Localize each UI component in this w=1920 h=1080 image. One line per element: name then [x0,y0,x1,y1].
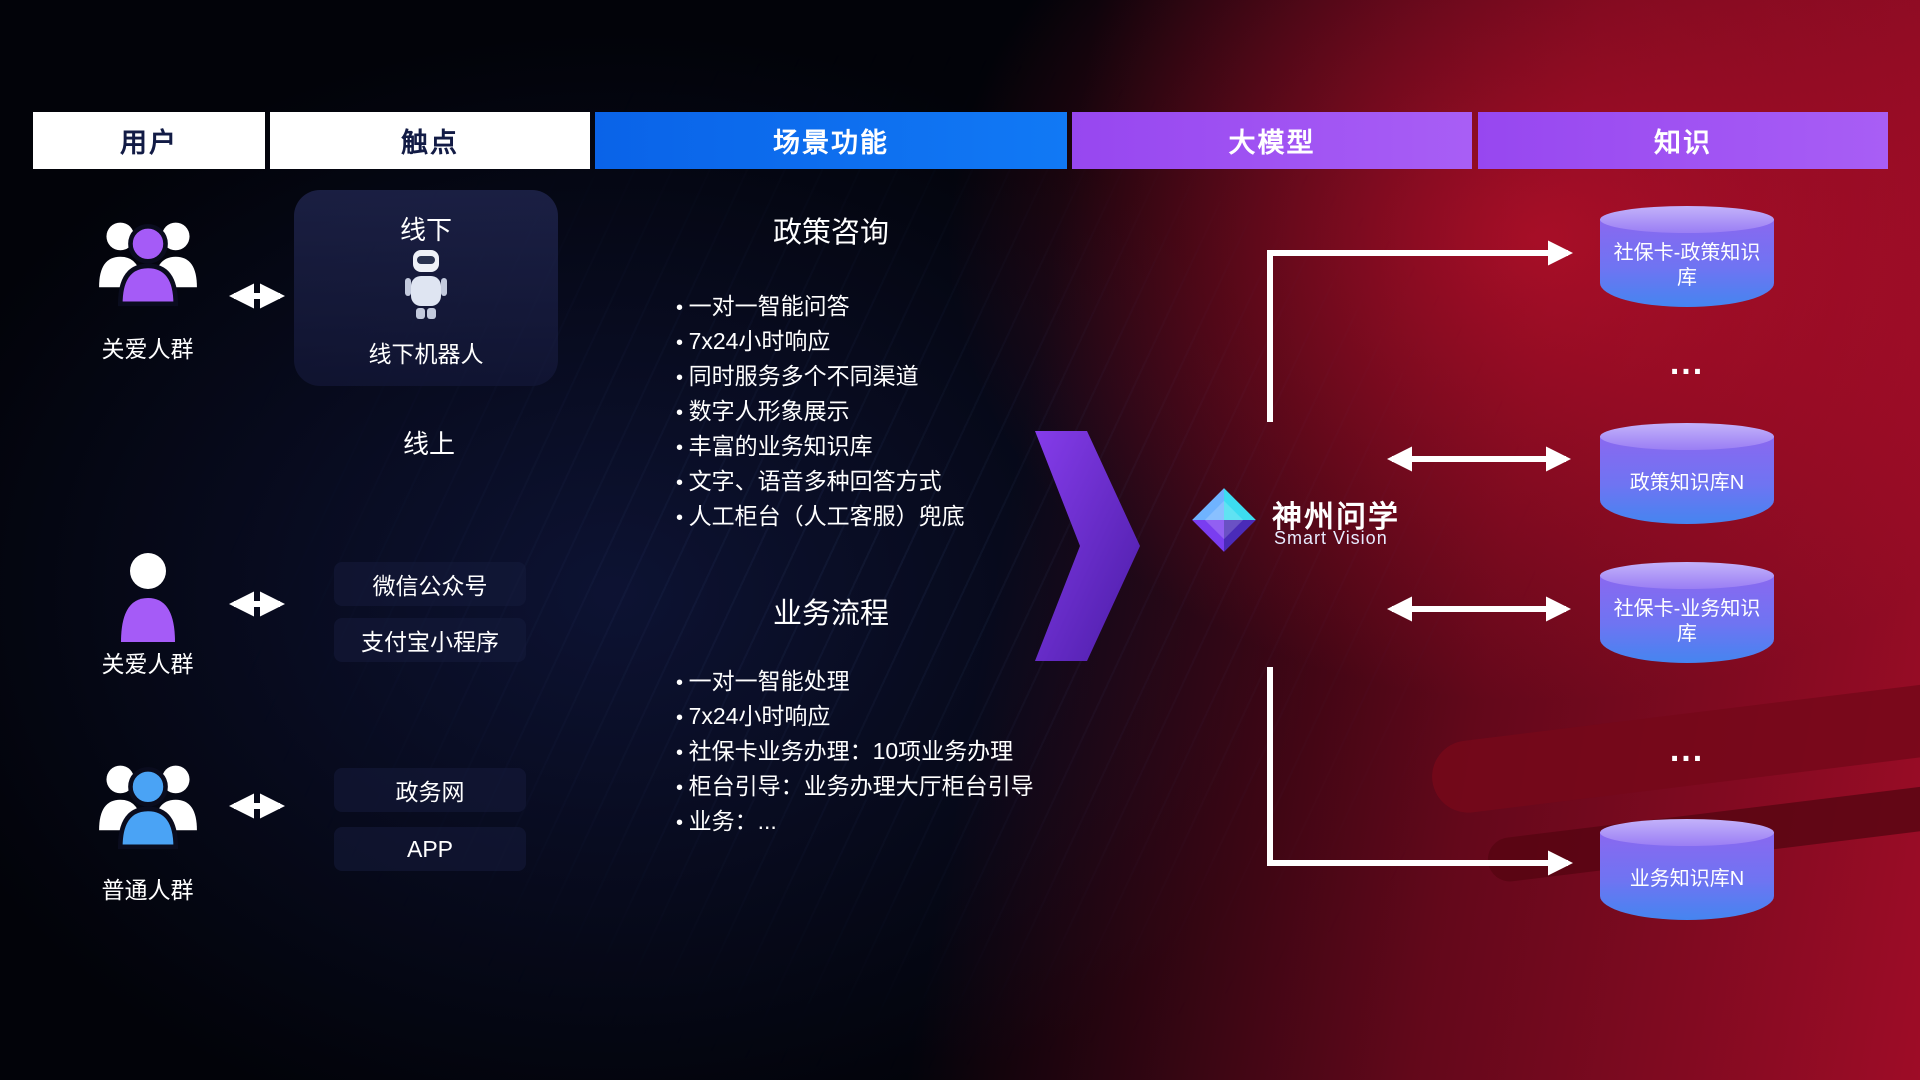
flow-arrow [1035,431,1140,666]
brand-subtitle: Smart Vision [1274,528,1388,548]
knowledge-db-business-n: 业务知识库N [1600,819,1774,920]
scenario-bullet: 文字、语音多种回答方式 [676,465,1136,500]
user-person-icon-care [118,550,178,651]
channel-wechat: 微信公众号 [334,562,526,606]
knowledge-db-business-ssc: 社保卡-业务知识库 [1600,562,1774,663]
scenario-title-policy: 政策咨询 [772,217,889,249]
online-title: 线上 [402,428,455,459]
column-header-knowledge: 知识 [1478,112,1888,169]
scenario-list-policy: 一对一智能问答 7x24小时响应 同时服务多个不同渠道 数字人形象展示 丰富的业… [676,290,1136,535]
scenario-bullet: 社保卡业务办理：10项业务办理 [676,735,1136,770]
knowledge-db-label: 社保卡-业务知识库 [1613,598,1761,645]
scenario-bullet: 一对一智能问答 [676,290,1136,325]
channel-app: APP [334,827,526,871]
user-label-general: 普通人群 [101,877,194,903]
scenario-bullet: 业务：... [676,805,1136,840]
brand-name: 神州问学 [1272,501,1400,534]
scenario-bullet: 7x24小时响应 [676,700,1136,735]
user-group-icon-care [88,212,208,312]
knowledge-db-label: 社保卡-政策知识库 [1613,242,1761,289]
channel-alipay: 支付宝小程序 [334,618,526,662]
knowledge-db-policy-n: 政策知识库N [1600,423,1774,524]
scenario-list-business: 一对一智能处理 7x24小时响应 社保卡业务办理：10项业务办理 柜台引导：业务… [676,665,1136,840]
knowledge-db-label: 业务知识库N [1629,867,1745,890]
offline-title: 线下 [399,214,452,245]
channel-gov-web: 政务网 [334,768,526,812]
user-group-icon-general [88,755,208,855]
scenario-bullet: 数字人形象展示 [676,395,1136,430]
scenario-bullet: 7x24小时响应 [676,325,1136,360]
column-header-scenarios: 场景功能 [595,112,1067,169]
offline-robot-label: 线下机器人 [368,341,484,367]
scenario-title-business: 业务流程 [772,598,889,630]
scenario-bullet: 柜台引导：业务办理大厅柜台引导 [676,770,1136,805]
robot-icon [404,248,448,325]
offline-touchpoint-card: 线下 线下机器人 [294,190,558,386]
column-header-touchpoints: 触点 [270,112,590,169]
user-label-care-1: 关爱人群 [101,336,194,362]
column-header-users: 用户 [33,112,265,169]
ellipsis-business: ... [1669,731,1705,769]
scenario-bullet: 同时服务多个不同渠道 [676,360,1136,395]
scenario-bullet: 人工柜台（人工客服）兜底 [676,500,1136,535]
ellipsis-policy: ... [1669,344,1705,382]
knowledge-db-label: 政策知识库N [1629,471,1745,494]
knowledge-db-policy-ssc: 社保卡-政策知识库 [1600,206,1774,307]
user-label-care-2: 关爱人群 [101,651,194,677]
column-header-model: 大模型 [1072,112,1472,169]
brand-logo-icon [1190,486,1258,559]
scenario-bullet: 一对一智能处理 [676,665,1136,700]
scenario-bullet: 丰富的业务知识库 [676,430,1136,465]
